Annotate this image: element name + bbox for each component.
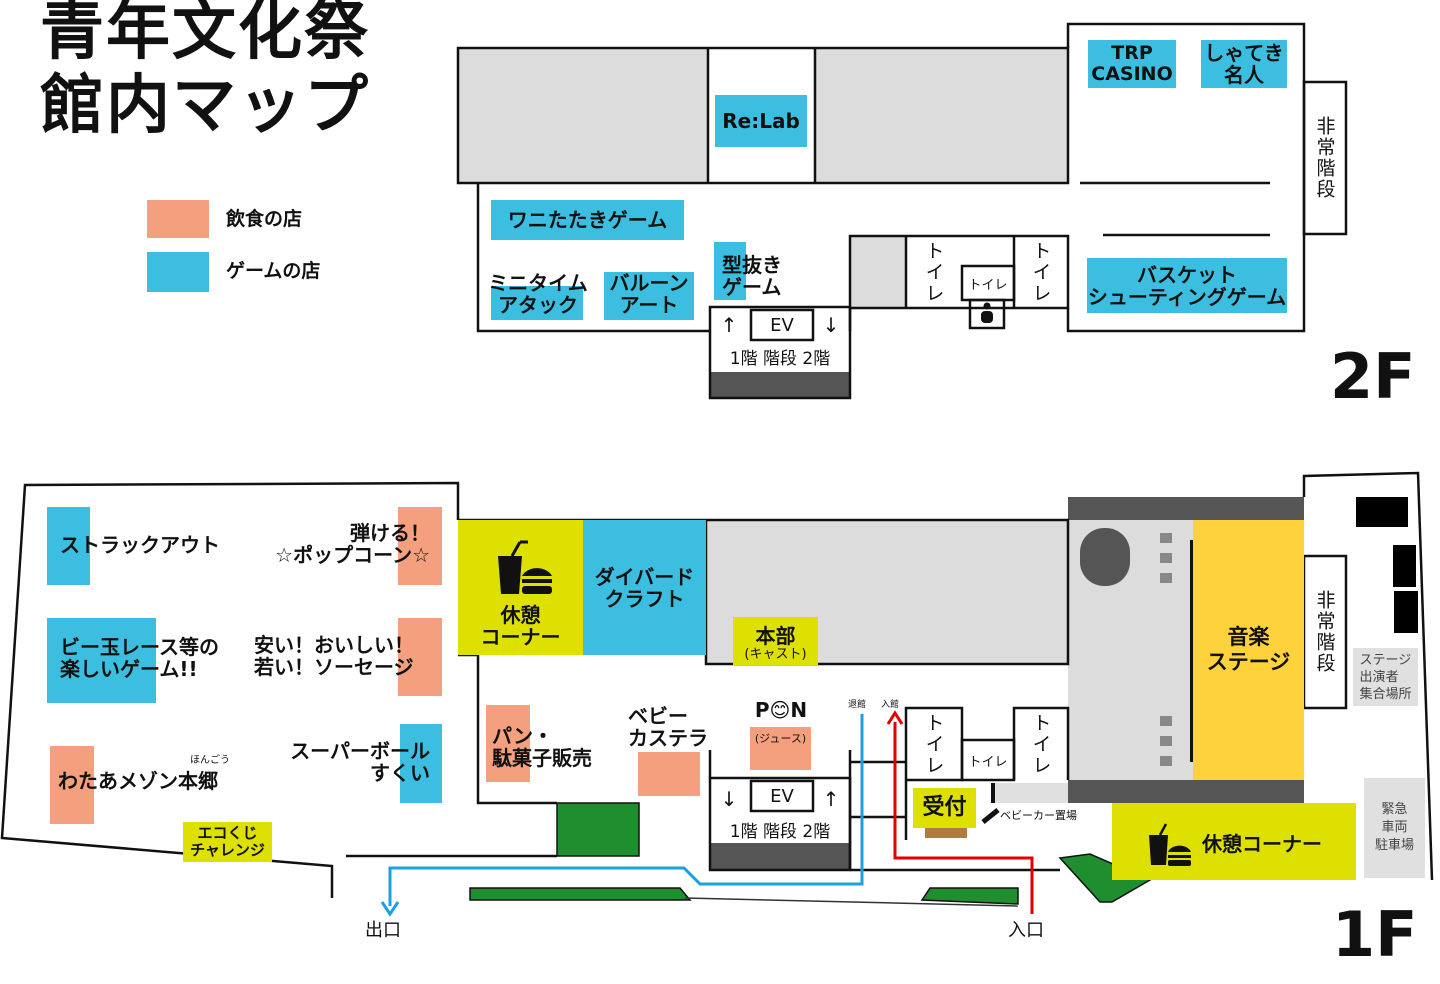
room-popcorn-fill <box>398 507 442 585</box>
room-balloon-fill <box>604 272 694 320</box>
emergency-parking: 緊急 車両 駐車場 <box>1364 778 1425 878</box>
f1-toilet-left: トイレ <box>922 712 945 776</box>
room-biidama: ビー玉レース等の 楽しいゲーム!! <box>60 635 219 681</box>
stage-speaker <box>1080 528 1130 586</box>
room-honbu <box>733 617 818 665</box>
enter-lane-label: 入館 <box>881 700 900 710</box>
room-wani: ワニたたきゲーム <box>491 200 684 240</box>
stroller-parking-label: ベビーカー置場 <box>1000 809 1077 822</box>
room-superball: スーパーボール すくい <box>290 739 430 785</box>
map-title-line2: 館内マップ <box>40 69 370 143</box>
rest-corner-label: 休憩 コーナー <box>480 603 561 649</box>
f1-toilet-right: トイレ <box>1029 712 1052 776</box>
legend-label-game: ゲームの店 <box>226 260 321 282</box>
room-pon-juice: (ジュース) <box>750 727 811 770</box>
food-drink-icon <box>498 540 552 594</box>
food-drink-icon-right <box>1149 823 1191 866</box>
room-minitime: ミニタイム アタック <box>488 271 588 317</box>
legend-swatch-game <box>147 252 209 292</box>
room-wataame-fill <box>50 746 94 824</box>
room-struck-out: ストラックアウト <box>60 533 220 557</box>
f1-arrow-down: ↓ <box>720 787 738 811</box>
honbu-label: 本部 <box>755 624 796 648</box>
exit-lane-label: 退館 <box>848 700 867 710</box>
room-daibird: ダイバード クラフト <box>583 520 706 655</box>
room-katanuki: 型抜き ゲーム <box>722 253 782 299</box>
room-pon: P😊N <box>754 698 808 722</box>
f2-closed-area-right <box>815 48 1068 183</box>
f2-arrow-down: ↓ <box>822 313 840 337</box>
room-sausage: 安い！おいしい！ 若い！ソーセージ <box>254 633 414 679</box>
f1-arrow-up: ↑ <box>822 787 840 811</box>
music-stage: 音楽 ステージ <box>1193 520 1304 780</box>
f1-toilet-center: トイレ <box>968 754 1008 770</box>
room-baby-castella-fill <box>638 752 700 796</box>
map-title-line1: 青年文化祭 <box>40 0 370 69</box>
room-basket: バスケット シューティングゲーム <box>1087 258 1287 313</box>
reception-desk <box>925 828 967 838</box>
room-pan: パン・ 駄菓子販売 <box>492 724 592 770</box>
room-biidama-fill <box>47 618 156 703</box>
legend-swatch-food <box>147 200 209 238</box>
room-katanuki-fill <box>714 242 746 300</box>
f2-arrow-up: ↑ <box>720 313 738 337</box>
stage-top-wall <box>1068 497 1304 520</box>
room-superball-fill <box>400 724 442 803</box>
room-minitime-fill <box>491 286 583 320</box>
f2-toilet-left: トイレ <box>922 240 945 304</box>
f1-elevator: EV <box>770 785 794 807</box>
room-baby-castella: ベビー カステラ <box>628 704 708 750</box>
floor-label-2f: 2F <box>1330 340 1416 413</box>
f2-stairs-shadow <box>710 372 850 398</box>
stage-bottom-wall <box>1068 780 1304 803</box>
f2-closed-area-small <box>850 236 906 308</box>
room-relab: Re:Lab <box>715 95 807 147</box>
f2-toilet-center: トイレ <box>968 277 1008 293</box>
room-sausage-fill <box>398 618 442 696</box>
room-trp-casino: TRP CASINO <box>1088 40 1176 88</box>
f1-emergency-stairs: 非常階段 <box>1313 590 1336 674</box>
legend-label-food: 飲食の店 <box>226 208 303 230</box>
room-wataame-ruby: ほんごう <box>190 755 230 766</box>
floor-label-1f: 1F <box>1332 898 1418 971</box>
stage-gathering-area: ステージ 出演者 集合場所 <box>1353 648 1418 706</box>
honbu-sub: (キャスト) <box>744 647 807 662</box>
f2-stairs: 1階 階段 2階 <box>729 348 831 369</box>
rest-corner-right-label: 休憩コーナー <box>1202 832 1322 856</box>
f2-toilet-right: トイレ <box>1029 240 1052 304</box>
f1-stairs: 1階 階段 2階 <box>729 821 831 842</box>
room-pan-fill <box>486 705 530 782</box>
room-balloon: バルーン アート <box>609 271 689 317</box>
stroller-area <box>995 783 1068 803</box>
entrance-label: 入口 <box>1008 920 1044 941</box>
f2-closed-area-left <box>458 48 708 183</box>
room-ekokuji: エコくじ チャレンジ <box>183 822 272 862</box>
f2-emergency-stairs: 非常階段 <box>1313 116 1336 200</box>
room-struck-out-fill <box>47 507 90 585</box>
room-popcorn: 弾ける！ ☆ポップコーン☆ <box>275 521 430 567</box>
reception: 受付 <box>913 788 976 828</box>
f1-stairs-shadow <box>710 843 850 870</box>
exit-label: 出口 <box>365 920 401 941</box>
f2-elevator: EV <box>770 314 794 336</box>
room-shateki: しゃてき 名人 <box>1201 40 1287 88</box>
room-wataame: わたあメゾン本郷 <box>58 769 218 793</box>
